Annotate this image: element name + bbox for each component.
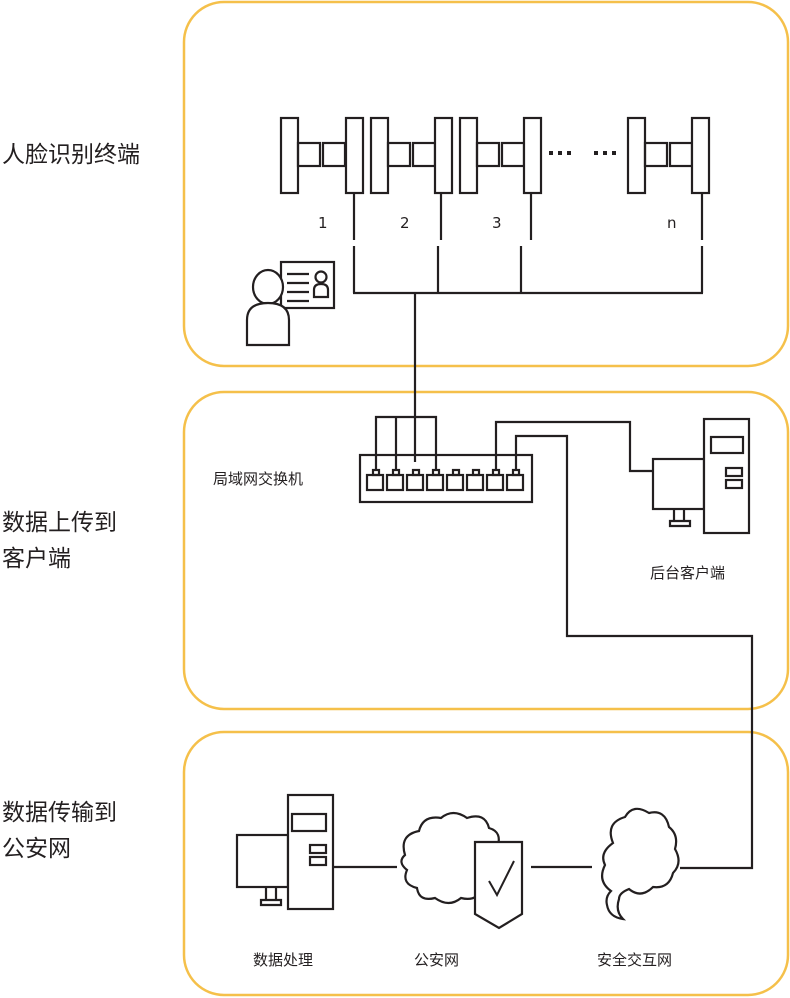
gate-number-n: n bbox=[667, 214, 677, 232]
police-network-label: 公安网 bbox=[414, 951, 460, 969]
more-gates-ellipsis bbox=[549, 151, 616, 155]
gate-number-1: 1 bbox=[318, 214, 328, 232]
gate-connector-lines bbox=[352, 193, 704, 462]
turnstile-icon bbox=[369, 116, 454, 195]
turnstile-icon bbox=[279, 116, 365, 195]
stage-panel-upload bbox=[182, 390, 790, 711]
secure-exchange-label: 安全交互网 bbox=[597, 951, 673, 969]
cloud-icon bbox=[600, 807, 680, 921]
cloud-shield-icon bbox=[400, 811, 524, 930]
stage-label-upload: 数据上传到 客户端 bbox=[2, 510, 117, 572]
switch-label: 局域网交换机 bbox=[213, 470, 304, 488]
gate-number-3: 3 bbox=[492, 214, 502, 232]
desktop-computer-icon bbox=[235, 793, 335, 911]
data-processing-label: 数据处理 bbox=[253, 951, 314, 969]
stage-label-face-terminal: 人脸识别终端 bbox=[2, 142, 140, 168]
stage-panel-transfer bbox=[182, 730, 790, 997]
person-with-id-card-icon bbox=[245, 260, 336, 347]
backend-client-label: 后台客户端 bbox=[650, 564, 726, 582]
stage-label-transfer: 数据传输到 公安网 bbox=[2, 800, 117, 862]
stage-panel-face-terminal bbox=[182, 0, 790, 368]
switch-ports bbox=[365, 468, 525, 492]
link-switch-to-secure-network bbox=[514, 434, 754, 870]
network-switch-icon bbox=[358, 415, 534, 504]
turnstile-icon bbox=[458, 116, 543, 195]
desktop-computer-icon bbox=[651, 417, 751, 535]
link-switch-to-backend bbox=[494, 420, 654, 473]
gate-number-2: 2 bbox=[400, 214, 410, 232]
turnstile-icon bbox=[626, 116, 711, 195]
